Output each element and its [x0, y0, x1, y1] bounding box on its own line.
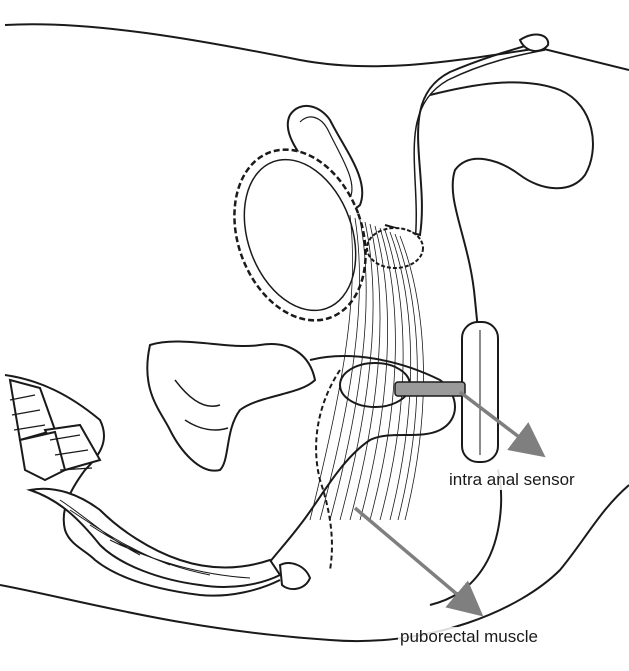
sensor-probe-tip — [395, 382, 465, 396]
muscle-pointer-arrow — [355, 508, 478, 612]
urethra-catheter — [385, 40, 545, 235]
buttock-outline — [430, 470, 501, 605]
pubic-bone — [280, 563, 310, 589]
urethra-catheter-inner — [382, 50, 545, 242]
intestine-outline — [147, 341, 315, 470]
glans-tip — [520, 35, 548, 51]
puborectal-muscle-label: puborectal muscle — [398, 627, 540, 647]
penis-outline — [430, 82, 593, 330]
rectal-wall — [316, 370, 340, 570]
coccyx-bone — [30, 489, 280, 587]
intra-anal-sensor-label: intra anal sensor — [447, 470, 577, 490]
